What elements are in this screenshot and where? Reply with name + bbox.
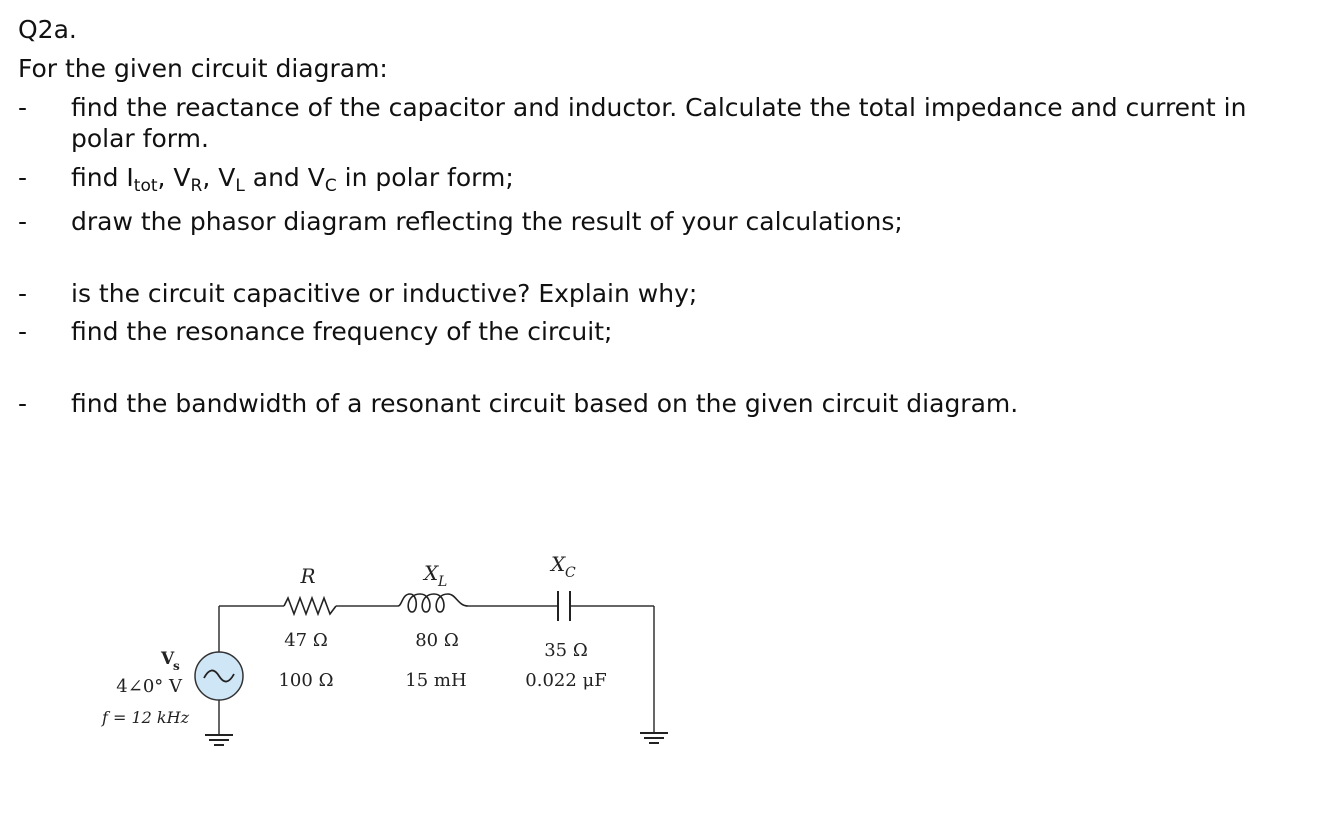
bullet-dash: - bbox=[18, 279, 28, 308]
sine-wave bbox=[203, 669, 235, 683]
resistor-symbol: R bbox=[299, 564, 315, 588]
bullet-dash: - bbox=[18, 163, 28, 192]
resistor-value: 100 Ω bbox=[278, 670, 333, 691]
bullet-dash: - bbox=[18, 317, 28, 346]
resistor-reactance: 47 Ω bbox=[284, 630, 328, 651]
resistor-icon bbox=[283, 595, 337, 617]
bullet-dash: - bbox=[18, 93, 28, 122]
capacitor-icon bbox=[557, 591, 571, 621]
question-intro: For the given circuit diagram: bbox=[18, 54, 388, 83]
ground-icon bbox=[640, 732, 668, 744]
item-text: find the reactance of the capacitor and … bbox=[71, 93, 1247, 122]
source-symbol-sub: s bbox=[173, 659, 180, 673]
source-symbol: V bbox=[160, 649, 175, 669]
capacitor-symbol: X bbox=[549, 552, 566, 576]
bullet-dash: - bbox=[18, 207, 28, 236]
item-text: find the resonance frequency of the circ… bbox=[71, 317, 613, 346]
capacitor-symbol-sub: C bbox=[565, 565, 576, 581]
source-frequency: f = 12 kHz bbox=[101, 708, 190, 727]
item-text: find Itot, VR, VL and VC in polar form; bbox=[71, 163, 514, 196]
item-text-continued: polar form. bbox=[71, 124, 209, 153]
ground-icon bbox=[205, 734, 233, 746]
wires bbox=[218, 605, 655, 735]
inductor-symbol-sub: L bbox=[437, 574, 447, 590]
source-voltage: 4∠0° V bbox=[116, 676, 183, 697]
ac-source-icon bbox=[194, 651, 244, 701]
item-text: is the circuit capacitive or inductive? … bbox=[71, 279, 698, 308]
inductor-symbol: X bbox=[422, 561, 439, 585]
item-text: draw the phasor diagram reflecting the r… bbox=[71, 207, 903, 236]
capacitor-value: 0.022 μF bbox=[525, 670, 606, 691]
bullet-dash: - bbox=[18, 389, 28, 418]
inductor-reactance: 80 Ω bbox=[415, 630, 459, 651]
question-title: Q2a. bbox=[18, 15, 77, 44]
item-text: find the bandwidth of a resonant circuit… bbox=[71, 389, 1019, 418]
inductor-icon bbox=[397, 593, 469, 613]
capacitor-reactance: 35 Ω bbox=[544, 640, 588, 661]
inductor-value: 15 mH bbox=[405, 670, 466, 691]
